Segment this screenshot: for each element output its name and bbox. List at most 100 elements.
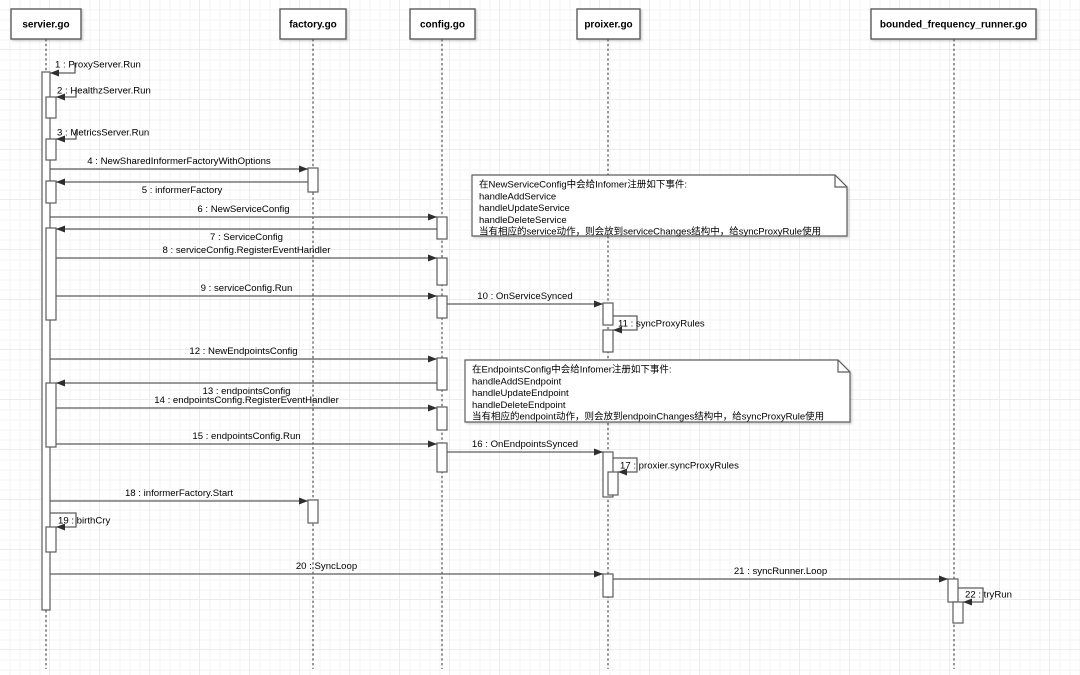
message-2: 2 : HealthzServer.Run bbox=[56, 86, 151, 101]
message-arrowhead bbox=[56, 523, 65, 531]
activation-config-12 bbox=[436, 357, 448, 391]
message-arrowhead bbox=[594, 570, 603, 578]
activation-servier-0 bbox=[41, 71, 51, 611]
activation-servier-4 bbox=[45, 227, 57, 321]
note-2-line-2: handleAddSEndpoint bbox=[472, 376, 562, 387]
note-2-line-4: handleDeleteEndpoint bbox=[472, 400, 566, 411]
activation-config-11 bbox=[436, 295, 448, 319]
message-label: 14 : endpointsConfig.RegisterEventHandle… bbox=[154, 395, 339, 406]
actor-factory: factory.go bbox=[279, 8, 347, 40]
activation-factory-7 bbox=[307, 167, 319, 193]
activation-proixer-18 bbox=[607, 471, 619, 496]
message-arrowhead bbox=[428, 254, 437, 262]
message-arrowhead bbox=[428, 355, 437, 363]
note-1-line-1: 在NewServiceConfig中会给Infomer注册如下事件: bbox=[479, 179, 687, 191]
activation-factory-8 bbox=[307, 499, 319, 524]
actor-label-factory: factory.go bbox=[289, 20, 337, 31]
message-label: 21 : syncRunner.Loop bbox=[734, 566, 827, 577]
activation-proixer-15 bbox=[602, 302, 614, 326]
message-11: 11 : syncProxyRules bbox=[613, 315, 705, 334]
note-2-line-5: 当有相应的endpoint动作，则会放到endpoinChanges结构中，给s… bbox=[472, 411, 824, 423]
message-arrowhead bbox=[428, 292, 437, 300]
message-label: 2 : HealthzServer.Run bbox=[57, 86, 151, 97]
message-label: 5 : informerFactory bbox=[142, 185, 223, 196]
message-label: 13 : endpointsConfig bbox=[202, 386, 290, 397]
message-8: 8 : serviceConfig.RegisterEventHandler bbox=[56, 245, 437, 262]
message-arrowhead bbox=[594, 300, 603, 308]
message-arrowhead bbox=[428, 440, 437, 448]
message-line bbox=[613, 315, 638, 331]
message-arrowhead bbox=[299, 497, 308, 505]
message-label: 6 : NewServiceConfig bbox=[197, 204, 289, 215]
note-2-line-3: handleUpdateEndpoint bbox=[472, 388, 569, 399]
message-arrowhead bbox=[56, 135, 65, 143]
message-12: 12 : NewEndpointsConfig bbox=[50, 346, 437, 363]
message-arrowhead bbox=[56, 379, 65, 387]
message-6: 6 : NewServiceConfig bbox=[50, 204, 437, 221]
actor-label-config: config.go bbox=[420, 20, 465, 31]
note-2-line-1: 在EndpointsConfig中会给Infomer注册如下事件: bbox=[472, 364, 672, 376]
note-2: 在EndpointsConfig中会给Infomer注册如下事件:handleA… bbox=[464, 359, 851, 423]
activation-proixer-19 bbox=[602, 573, 614, 598]
activation-config-13 bbox=[436, 406, 448, 431]
message-16: 16 : OnEndpointsSynced bbox=[447, 439, 603, 456]
message-21: 21 : syncRunner.Loop bbox=[613, 566, 948, 583]
actor-proixer: proixer.go bbox=[576, 8, 641, 40]
activation-servier-1 bbox=[45, 96, 57, 119]
actor-label-bounded: bounded_frequency_runner.go bbox=[880, 20, 1027, 31]
actor-servier: servier.go bbox=[10, 8, 82, 40]
activation-config-14 bbox=[436, 442, 448, 473]
message-5: 5 : informerFactory bbox=[56, 178, 308, 196]
activation-servier-5 bbox=[45, 382, 57, 448]
message-label: 10 : OnServiceSynced bbox=[477, 291, 572, 302]
message-line bbox=[50, 512, 77, 528]
activation-proixer-16 bbox=[602, 329, 614, 353]
activation-servier-2 bbox=[45, 138, 57, 161]
message-label: 18 : informerFactory.Start bbox=[125, 488, 233, 499]
actor-box-config bbox=[409, 8, 476, 40]
message-label: 9 : serviceConfig.Run bbox=[201, 283, 293, 294]
message-line bbox=[958, 587, 984, 603]
message-19: 19 : birthCry bbox=[50, 512, 110, 531]
message-22: 22 : tryRun bbox=[958, 587, 1012, 606]
message-7: 7 : ServiceConfig bbox=[56, 225, 437, 243]
message-arrowhead bbox=[56, 225, 65, 233]
note-1-line-2: handleAddService bbox=[479, 191, 556, 202]
message-1: 1 : ProxyServer.Run bbox=[50, 60, 141, 77]
actor-box-servier bbox=[10, 8, 82, 40]
activation-bounded-21 bbox=[952, 601, 964, 624]
message-3: 3 : MetricsServer.Run bbox=[56, 128, 149, 143]
actor-label-servier: servier.go bbox=[22, 20, 69, 31]
message-label: 16 : OnEndpointsSynced bbox=[472, 439, 578, 450]
message-arrowhead bbox=[299, 165, 308, 173]
message-4: 4 : NewSharedInformerFactoryWithOptions bbox=[50, 156, 308, 173]
message-arrowhead bbox=[428, 404, 437, 412]
message-line bbox=[613, 457, 638, 473]
message-label: 15 : endpointsConfig.Run bbox=[192, 431, 300, 442]
actor-label-proixer: proixer.go bbox=[584, 20, 632, 31]
message-label: 22 : tryRun bbox=[965, 590, 1012, 601]
activation-servier-6 bbox=[45, 526, 57, 553]
message-label: 3 : MetricsServer.Run bbox=[57, 128, 149, 139]
actor-box-bounded bbox=[870, 8, 1037, 40]
message-label: 12 : NewEndpointsConfig bbox=[189, 346, 297, 357]
message-label: 11 : syncProxyRules bbox=[618, 319, 705, 330]
message-label: 8 : serviceConfig.RegisterEventHandler bbox=[163, 245, 332, 256]
message-arrowhead bbox=[613, 326, 622, 334]
message-arrowhead bbox=[939, 575, 948, 583]
activation-config-9 bbox=[436, 216, 448, 240]
message-arrowhead bbox=[618, 468, 627, 476]
actor-bounded: bounded_frequency_runner.go bbox=[870, 8, 1037, 40]
message-arrowhead bbox=[963, 598, 972, 606]
activation-config-10 bbox=[436, 257, 448, 286]
note-1: 在NewServiceConfig中会给Infomer注册如下事件:handle… bbox=[471, 174, 848, 238]
message-18: 18 : informerFactory.Start bbox=[50, 488, 308, 505]
activation-bounded-20 bbox=[947, 578, 959, 603]
message-10: 10 : OnServiceSynced bbox=[447, 291, 603, 308]
message-label: 19 : birthCry bbox=[58, 516, 110, 527]
message-label: 20 : SyncLoop bbox=[296, 561, 357, 572]
message-17: 17 : proxier.syncProxyRules bbox=[613, 457, 739, 476]
